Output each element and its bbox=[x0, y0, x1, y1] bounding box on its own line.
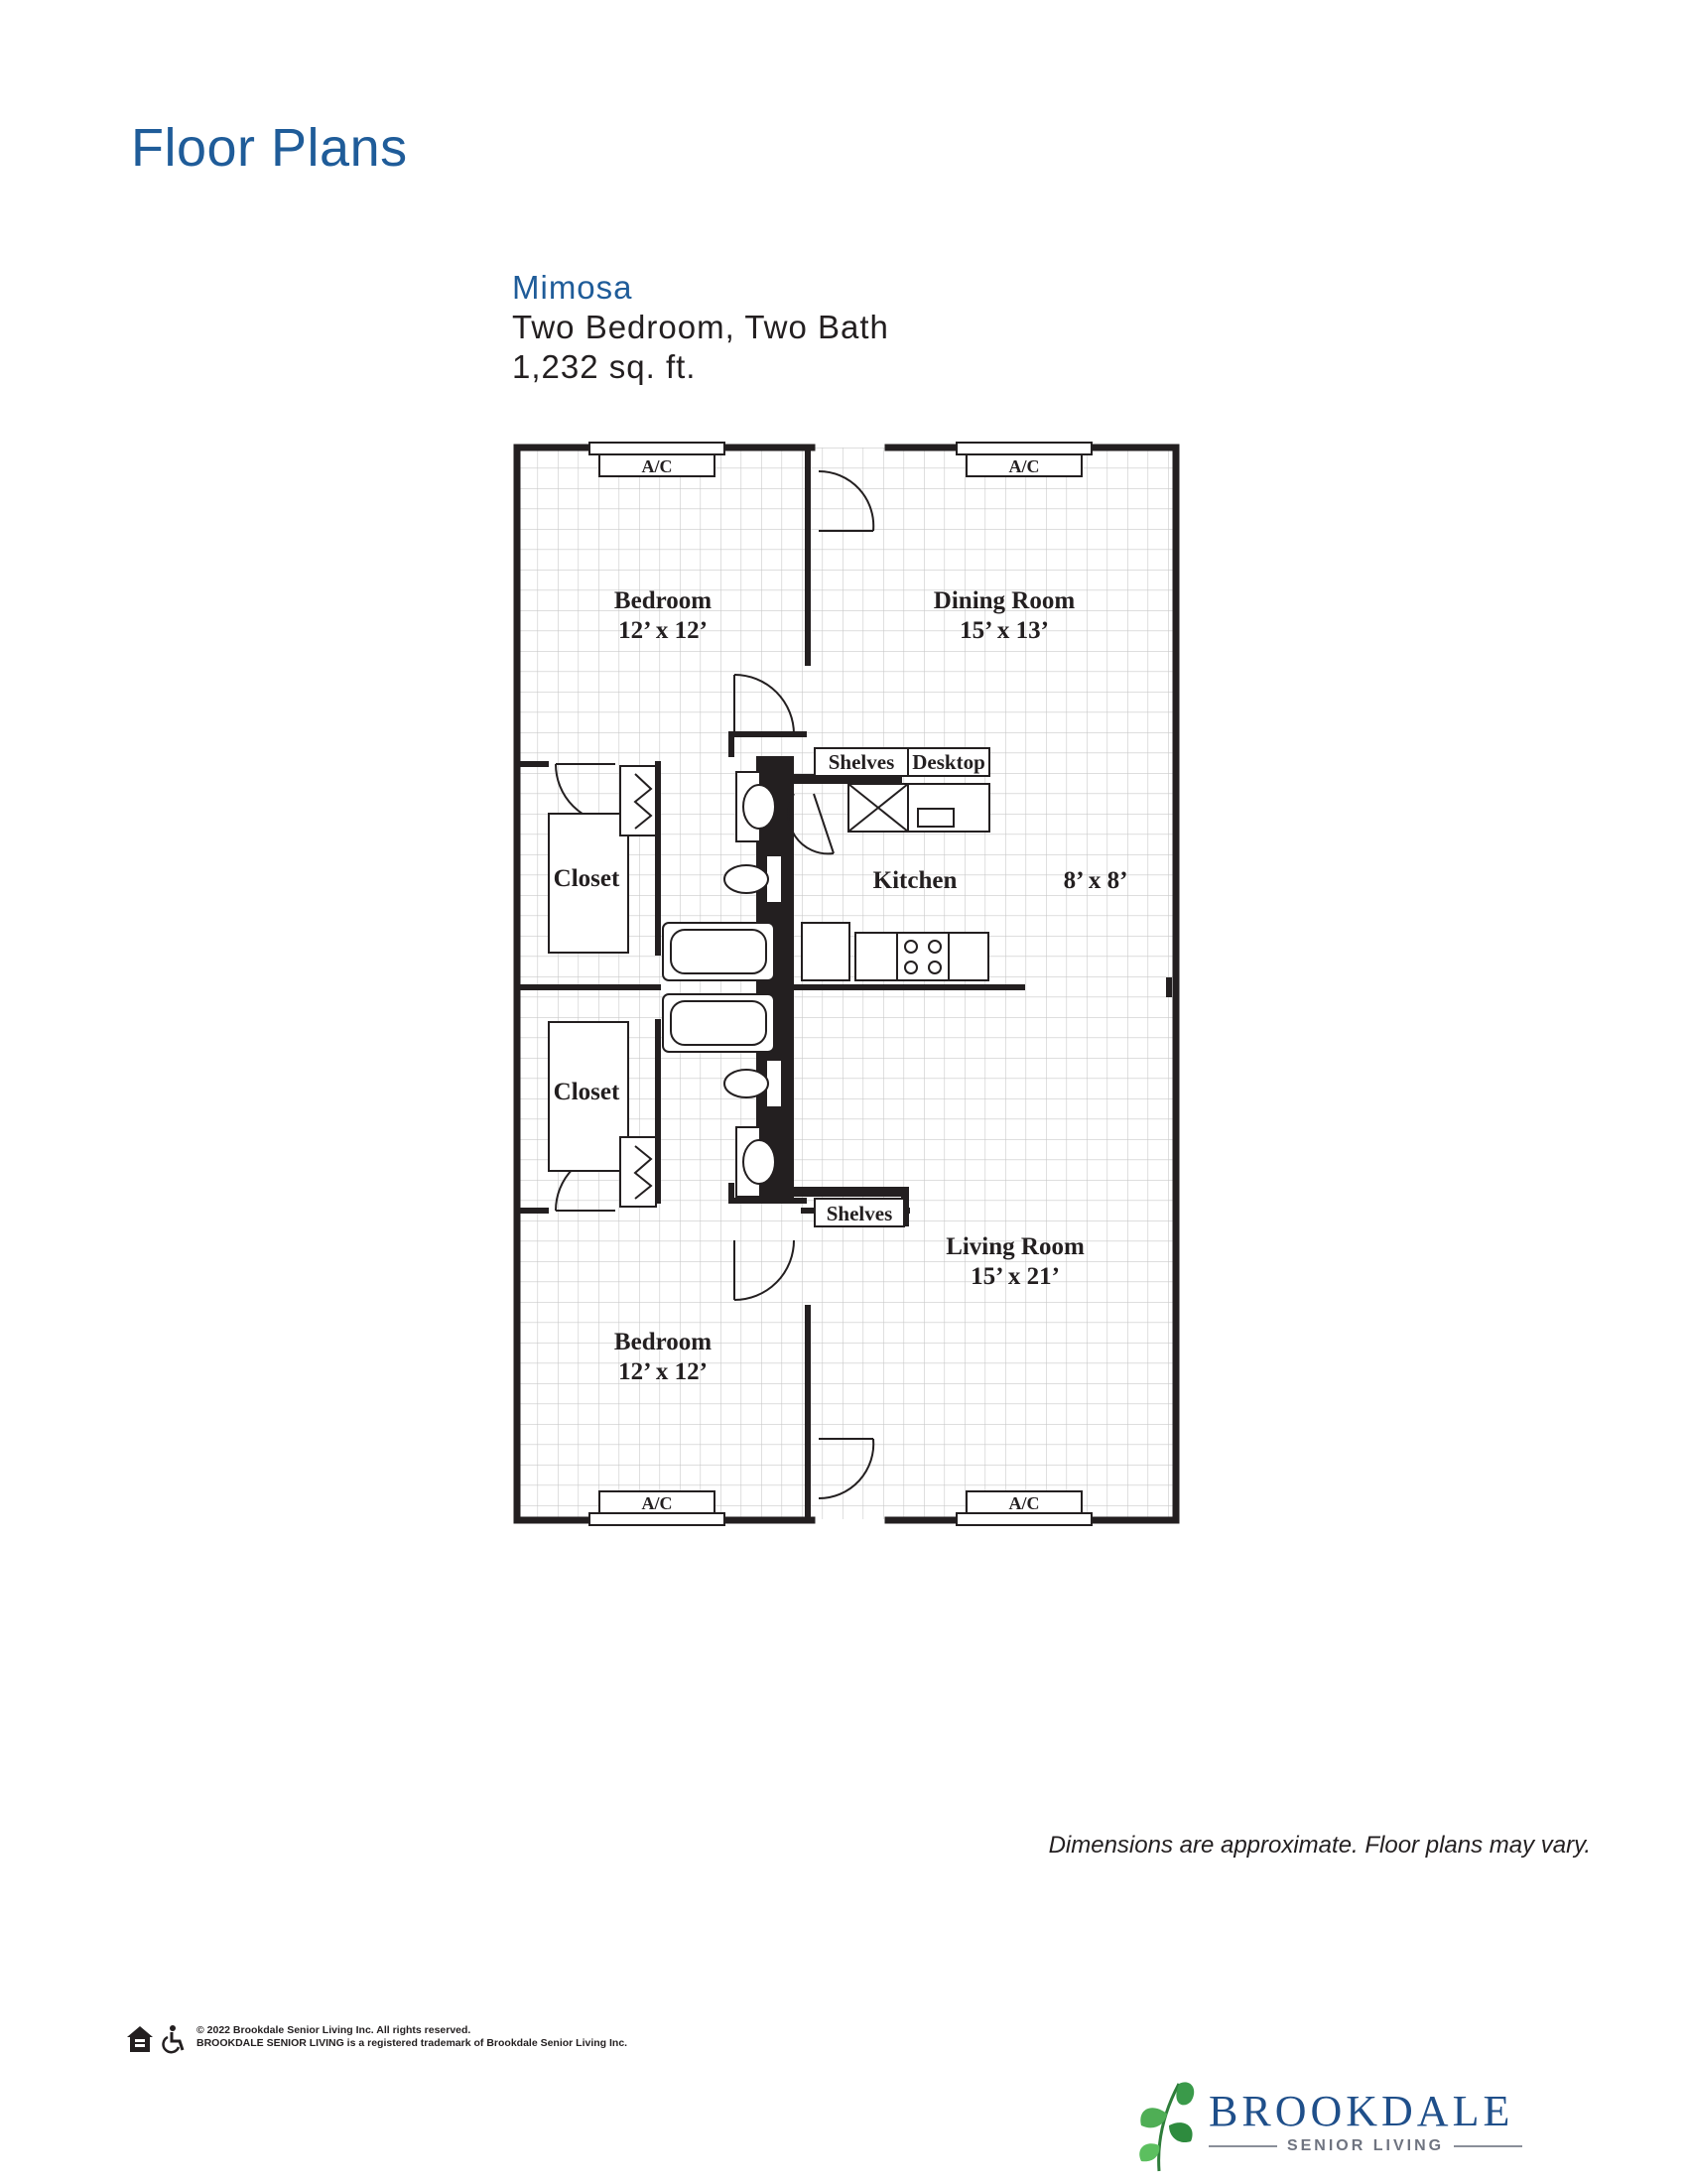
disclaimer: Dimensions are approximate. Floor plans … bbox=[1048, 1832, 1591, 1859]
page-title: Floor Plans bbox=[131, 118, 408, 178]
accessibility-icon bbox=[162, 2025, 185, 2054]
bedroom-bottom-size: 12’ x 12’ bbox=[618, 1358, 708, 1385]
kitchen-fixtures bbox=[801, 747, 990, 1227]
closet-bifold-doors bbox=[633, 773, 653, 1200]
plan-layout: Two Bedroom, Two Bath bbox=[512, 309, 889, 345]
tagline-rule-left bbox=[1209, 2145, 1277, 2147]
interior-walls bbox=[514, 445, 1172, 1523]
plan-name: Mimosa bbox=[512, 269, 633, 306]
ac-label-dining: A/C bbox=[1009, 456, 1040, 476]
bedroom-bottom-name: Bedroom bbox=[614, 1329, 712, 1355]
door-swings bbox=[555, 469, 875, 1500]
dining-room-name: Dining Room bbox=[934, 587, 1076, 614]
dining-room-size: 15’ x 13’ bbox=[960, 617, 1049, 644]
closet-outlines bbox=[548, 765, 657, 1208]
living-room-name: Living Room bbox=[946, 1233, 1085, 1260]
trademark-text: BROOKDALE SENIOR LIVING is a registered … bbox=[196, 2037, 628, 2049]
bedroom-top-size: 12’ x 12’ bbox=[618, 617, 708, 644]
brookdale-logo: BROOKDALE SENIOR LIVING bbox=[1131, 2074, 1548, 2173]
closet-top-label: Closet bbox=[554, 865, 620, 892]
ac-units bbox=[588, 442, 1093, 1526]
living-room-size: 15’ x 21’ bbox=[971, 1263, 1060, 1290]
ac-label-bedroom-bottom: A/C bbox=[642, 1493, 673, 1513]
shelves-living-label: Shelves bbox=[827, 1202, 893, 1225]
leaf-icon bbox=[1139, 2082, 1195, 2172]
ac-label-living: A/C bbox=[1009, 1493, 1040, 1513]
brand-name: BROOKDALE bbox=[1209, 2087, 1514, 2135]
closet-bottom-label: Closet bbox=[554, 1079, 620, 1105]
kitchen-name: Kitchen bbox=[873, 867, 958, 894]
floor-tile-grid bbox=[517, 448, 1176, 1519]
legal-notice: © 2022 Brookdale Senior Living Inc. All … bbox=[125, 2024, 627, 2054]
plan-area: 1,232 sq. ft. bbox=[512, 348, 697, 385]
copyright-text: © 2022 Brookdale Senior Living Inc. All … bbox=[196, 2024, 471, 2036]
bedroom-top-name: Bedroom bbox=[614, 587, 712, 614]
ac-label-bedroom-top: A/C bbox=[642, 456, 673, 476]
desktop-label: Desktop bbox=[912, 750, 985, 774]
plan-header: Mimosa Two Bedroom, Two Bath 1,232 sq. f… bbox=[512, 268, 889, 387]
bathroom-fixtures bbox=[662, 771, 783, 1198]
kitchen-size: 8’ x 8’ bbox=[1064, 867, 1128, 894]
tagline-rule-right bbox=[1454, 2145, 1522, 2147]
equal-housing-icon bbox=[127, 2026, 153, 2052]
brand-tagline: SENIOR LIVING bbox=[1286, 2137, 1445, 2154]
shelves-kitchen-label: Shelves bbox=[829, 750, 895, 774]
